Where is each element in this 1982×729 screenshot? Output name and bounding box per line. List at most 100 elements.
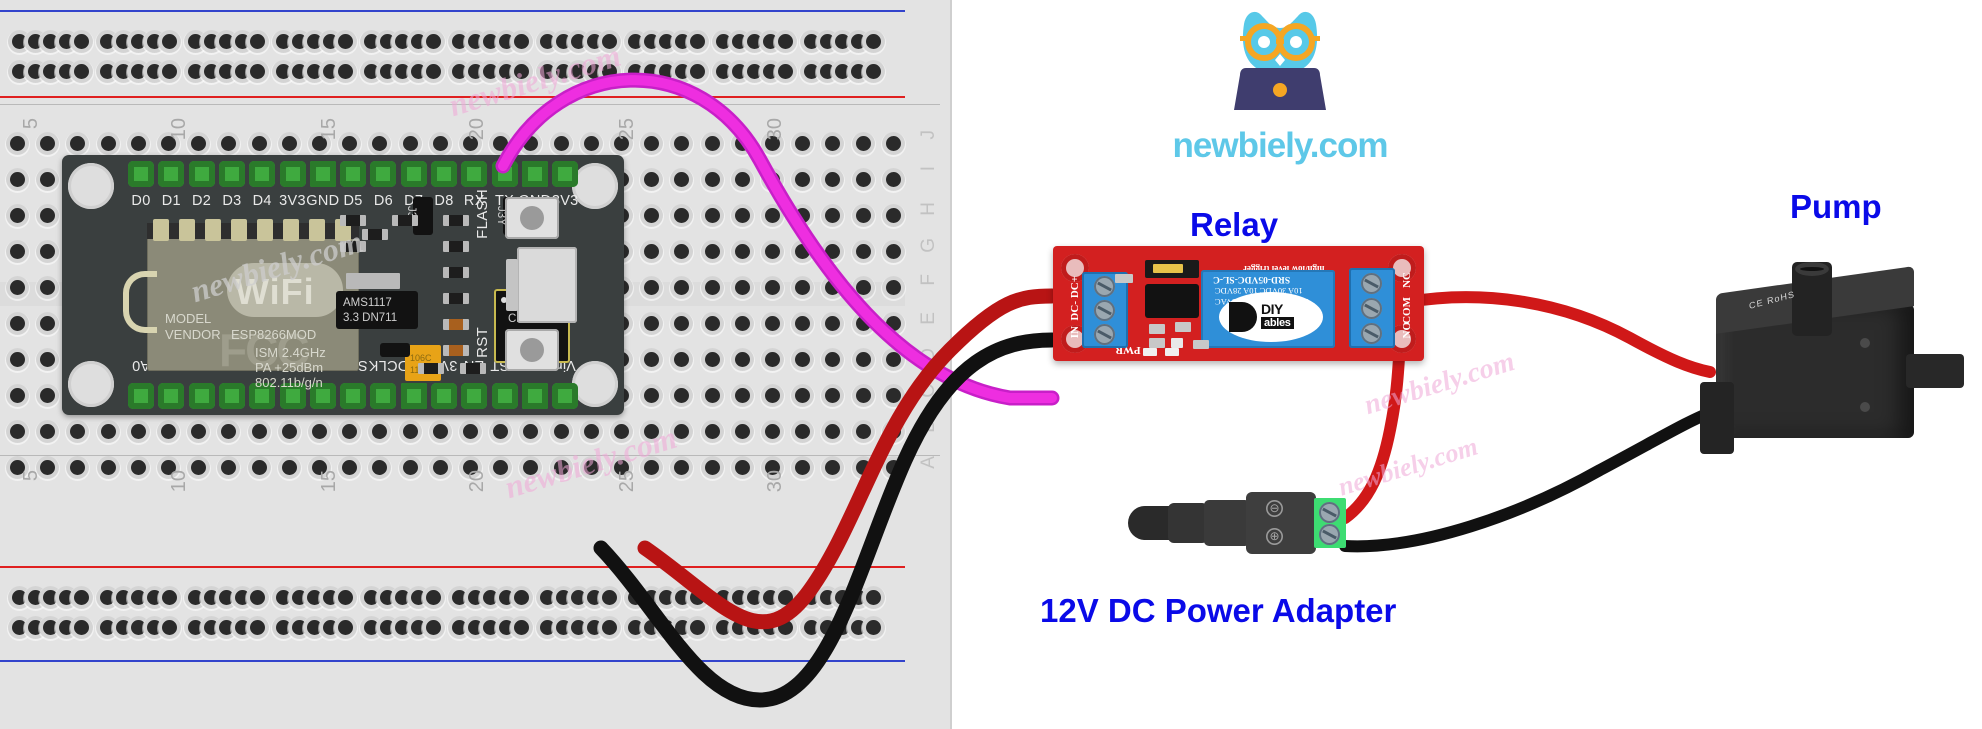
breadboard-hole[interactable] <box>276 620 291 635</box>
breadboard-hole[interactable] <box>191 136 207 151</box>
breadboard-hole[interactable] <box>40 280 56 295</box>
breadboard-hole[interactable] <box>644 136 660 151</box>
breadboard-hole[interactable] <box>27 64 43 79</box>
breadboard-hole[interactable] <box>795 136 811 151</box>
breadboard-hole[interactable] <box>162 34 178 49</box>
breadboard-hole[interactable] <box>74 34 90 49</box>
breadboard-hole[interactable] <box>10 352 25 367</box>
breadboard-hole[interactable] <box>747 34 763 49</box>
esp-pin-d6[interactable] <box>370 161 397 187</box>
breadboard-hole[interactable] <box>765 352 780 367</box>
breadboard-hole[interactable] <box>250 64 266 79</box>
breadboard-hole[interactable] <box>644 244 660 259</box>
relay-terminal-screw-dcplus[interactable] <box>1094 276 1115 297</box>
breadboard-hole[interactable] <box>704 280 720 295</box>
breadboard-hole[interactable] <box>221 136 237 151</box>
breadboard-hole[interactable] <box>322 620 338 635</box>
breadboard-hole[interactable] <box>452 620 467 635</box>
breadboard-hole[interactable] <box>493 136 509 151</box>
breadboard-hole[interactable] <box>281 460 297 475</box>
breadboard-hole[interactable] <box>281 424 297 439</box>
breadboard-hole[interactable] <box>40 316 56 331</box>
breadboard-hole[interactable] <box>778 590 794 605</box>
breadboard-hole[interactable] <box>291 620 307 635</box>
breadboard-hole[interactable] <box>74 620 90 635</box>
breadboard-hole[interactable] <box>731 590 747 605</box>
relay-terminal-screw-com[interactable] <box>1361 298 1382 319</box>
breadboard-hole[interactable] <box>372 460 388 475</box>
breadboard-hole[interactable] <box>40 172 56 187</box>
relay-terminal-screw-dcminus[interactable] <box>1094 300 1115 321</box>
breadboard-hole[interactable] <box>115 34 131 49</box>
breadboard-hole[interactable] <box>100 424 116 439</box>
breadboard-hole[interactable] <box>690 64 706 79</box>
breadboard-hole[interactable] <box>855 244 871 259</box>
breadboard-hole[interactable] <box>555 590 571 605</box>
esp-pin-d4[interactable] <box>249 161 276 187</box>
esp-pin-d0[interactable] <box>128 161 154 187</box>
breadboard-hole[interactable] <box>795 208 811 223</box>
breadboard-hole[interactable] <box>40 460 56 475</box>
breadboard-hole[interactable] <box>734 352 750 367</box>
breadboard-hole[interactable] <box>203 64 219 79</box>
breadboard-hole[interactable] <box>100 460 116 475</box>
breadboard-hole[interactable] <box>674 208 690 223</box>
breadboard-hole[interactable] <box>674 424 690 439</box>
breadboard-hole[interactable] <box>674 388 690 403</box>
breadboard-hole[interactable] <box>765 244 780 259</box>
breadboard-hole[interactable] <box>74 590 90 605</box>
breadboard-hole[interactable] <box>855 388 871 403</box>
breadboard-hole[interactable] <box>643 64 659 79</box>
breadboard-hole[interactable] <box>203 620 219 635</box>
breadboard-hole[interactable] <box>342 460 358 475</box>
breadboard-hole[interactable] <box>885 208 901 223</box>
breadboard-hole[interactable] <box>885 352 901 367</box>
breadboard-hole[interactable] <box>804 590 819 605</box>
breadboard-hole[interactable] <box>571 620 587 635</box>
breadboard-hole[interactable] <box>10 244 25 259</box>
breadboard-hole[interactable] <box>463 460 478 475</box>
breadboard-hole[interactable] <box>291 590 307 605</box>
breadboard-hole[interactable] <box>276 34 291 49</box>
breadboard-hole[interactable] <box>467 34 483 49</box>
breadboard-hole[interactable] <box>342 136 358 151</box>
breadboard-hole[interactable] <box>704 460 720 475</box>
breadboard-hole[interactable] <box>704 244 720 259</box>
breadboard-hole[interactable] <box>762 34 778 49</box>
esp-pin-d3[interactable] <box>218 161 245 187</box>
breadboard-hole[interactable] <box>219 64 235 79</box>
breadboard-hole[interactable] <box>765 316 780 331</box>
breadboard-hole[interactable] <box>452 590 467 605</box>
breadboard-hole[interactable] <box>10 424 25 439</box>
breadboard-hole[interactable] <box>12 620 27 635</box>
breadboard-hole[interactable] <box>819 64 835 79</box>
breadboard-hole[interactable] <box>40 244 56 259</box>
breadboard-hole[interactable] <box>850 34 866 49</box>
dc-terminal-screw-negative[interactable] <box>1319 524 1340 545</box>
breadboard-hole[interactable] <box>734 280 750 295</box>
breadboard-hole[interactable] <box>426 34 442 49</box>
breadboard-hole[interactable] <box>825 424 841 439</box>
breadboard-hole[interactable] <box>850 590 866 605</box>
breadboard-hole[interactable] <box>628 34 643 49</box>
breadboard-hole[interactable] <box>291 34 307 49</box>
breadboard-hole[interactable] <box>819 590 835 605</box>
breadboard-hole[interactable] <box>432 136 448 151</box>
breadboard-hole[interactable] <box>162 64 178 79</box>
breadboard-hole[interactable] <box>644 172 660 187</box>
breadboard-hole[interactable] <box>866 620 882 635</box>
breadboard-hole[interactable] <box>395 34 411 49</box>
breadboard-hole[interactable] <box>553 136 569 151</box>
breadboard-hole[interactable] <box>483 64 499 79</box>
breadboard-hole[interactable] <box>131 34 147 49</box>
breadboard-hole[interactable] <box>100 590 115 605</box>
breadboard-hole[interactable] <box>12 34 27 49</box>
breadboard-hole[interactable] <box>312 424 327 439</box>
breadboard-hole[interactable] <box>58 64 74 79</box>
breadboard-hole[interactable] <box>855 352 871 367</box>
breadboard-hole[interactable] <box>523 460 539 475</box>
breadboard-hole[interactable] <box>674 64 690 79</box>
breadboard-hole[interactable] <box>716 590 731 605</box>
breadboard-hole[interactable] <box>10 280 25 295</box>
breadboard-hole[interactable] <box>115 620 131 635</box>
